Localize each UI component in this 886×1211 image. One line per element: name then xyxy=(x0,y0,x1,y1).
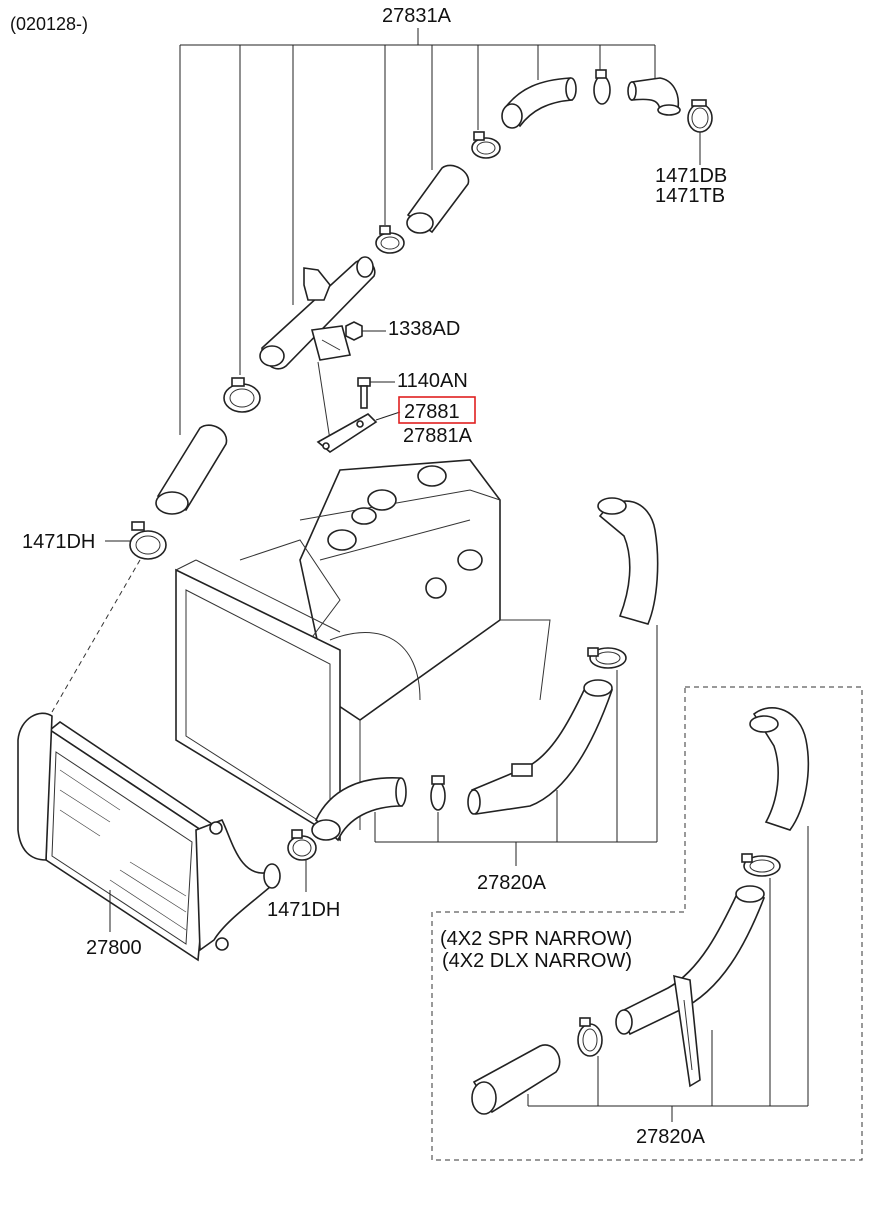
inset-clamp-1 xyxy=(741,853,781,877)
engine-block xyxy=(239,459,551,830)
clamp-lower-mid xyxy=(430,775,446,811)
metal-pipe-bracket xyxy=(259,256,376,370)
label-27881A: 27881A xyxy=(403,425,473,447)
label-1471DB: 1471DB xyxy=(655,165,727,187)
clamp-mid-2 xyxy=(375,225,405,254)
clamp-mid-3 xyxy=(223,377,261,413)
left-long-hose xyxy=(155,424,228,515)
clamp-1471DB xyxy=(687,99,713,165)
label-1471DH-left: 1471DH xyxy=(22,531,95,553)
upper-hose-elbow xyxy=(501,77,577,129)
inset-frame xyxy=(431,686,863,1161)
leader-27820A-main xyxy=(374,625,658,866)
inset-short-hose xyxy=(471,1044,561,1115)
leader-27820A-inset xyxy=(527,826,809,1122)
inset-clamp-2 xyxy=(577,1017,603,1057)
inset-line-1: (4X2 SPR NARROW) xyxy=(440,928,632,950)
label-27831A: 27831A xyxy=(382,5,452,27)
highlight-box-27881 xyxy=(398,396,476,424)
clamp-top-1 xyxy=(593,69,611,105)
label-1338AD: 1338AD xyxy=(388,318,460,340)
label-1471TB: 1471TB xyxy=(655,185,725,207)
metal-pipe-lower xyxy=(467,679,614,815)
clamp-mid-1 xyxy=(471,131,501,159)
inset-metal-pipe xyxy=(615,885,766,1088)
intercooler-27800 xyxy=(17,712,281,962)
bracket-27881 xyxy=(316,411,401,453)
clamp-1471DH-left xyxy=(105,521,167,560)
upper-straight-hose xyxy=(406,164,470,234)
header-code: (020128-) xyxy=(10,14,88,34)
label-1140AN: 1140AN xyxy=(397,370,468,392)
inset-line-2: (4X2 DLX NARROW) xyxy=(442,950,632,972)
leader-27831A xyxy=(179,28,656,435)
clamp-right-1 xyxy=(587,647,627,669)
bolt-1140AN xyxy=(357,377,395,409)
right-curved-hose xyxy=(597,497,659,625)
label-27800: 27800 xyxy=(86,937,142,959)
label-27820A-inset: 27820A xyxy=(636,1126,706,1148)
upper-hose-short xyxy=(627,77,681,116)
clamp-1471DH-bottom xyxy=(287,829,317,892)
label-27820A-main: 27820A xyxy=(477,872,547,894)
label-27881: 27881 xyxy=(404,401,460,423)
nut-1338AD xyxy=(345,321,386,341)
label-1471DH-bottom: 1471DH xyxy=(267,899,340,921)
inset-curved-hose xyxy=(749,706,810,831)
lower-elbow-hose xyxy=(311,777,407,842)
